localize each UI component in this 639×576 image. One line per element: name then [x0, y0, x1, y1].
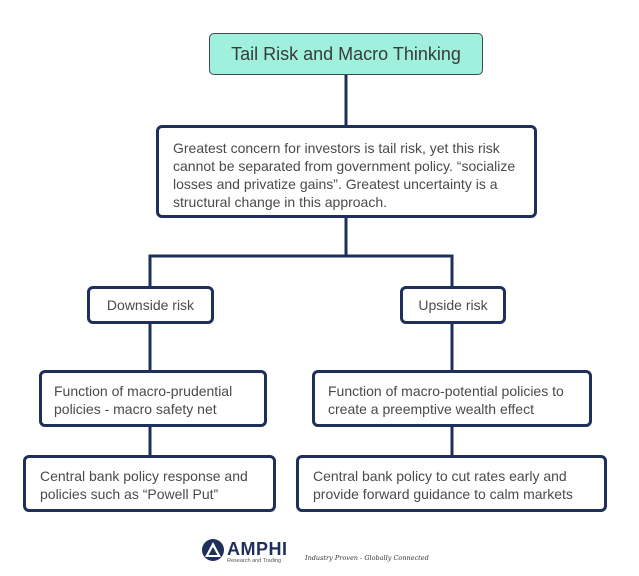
tagline: Industry Proven - Globally Connected: [305, 554, 429, 562]
downside-level1-box: Function of macro-prudential policies - …: [39, 370, 267, 427]
diagram-title: Tail Risk and Macro Thinking: [209, 33, 483, 75]
downside-level2-box: Central bank policy response and policie…: [23, 455, 276, 512]
amphi-logo: AMPHI Research and Trading: [201, 538, 291, 568]
central-concept-box: Greatest concern for investors is tail r…: [156, 125, 537, 218]
logo-name: AMPHI: [227, 539, 288, 559]
logo-subtitle: Research and Trading: [227, 558, 282, 564]
downside-risk-box: Downside risk: [87, 286, 214, 324]
upside-risk-box: Upside risk: [400, 286, 506, 324]
upside-level1-box: Function of macro-potential policies to …: [312, 370, 592, 427]
upside-level2-box: Central bank policy to cut rates early a…: [296, 455, 607, 512]
amphi-triangle-logo-icon: [202, 539, 224, 561]
